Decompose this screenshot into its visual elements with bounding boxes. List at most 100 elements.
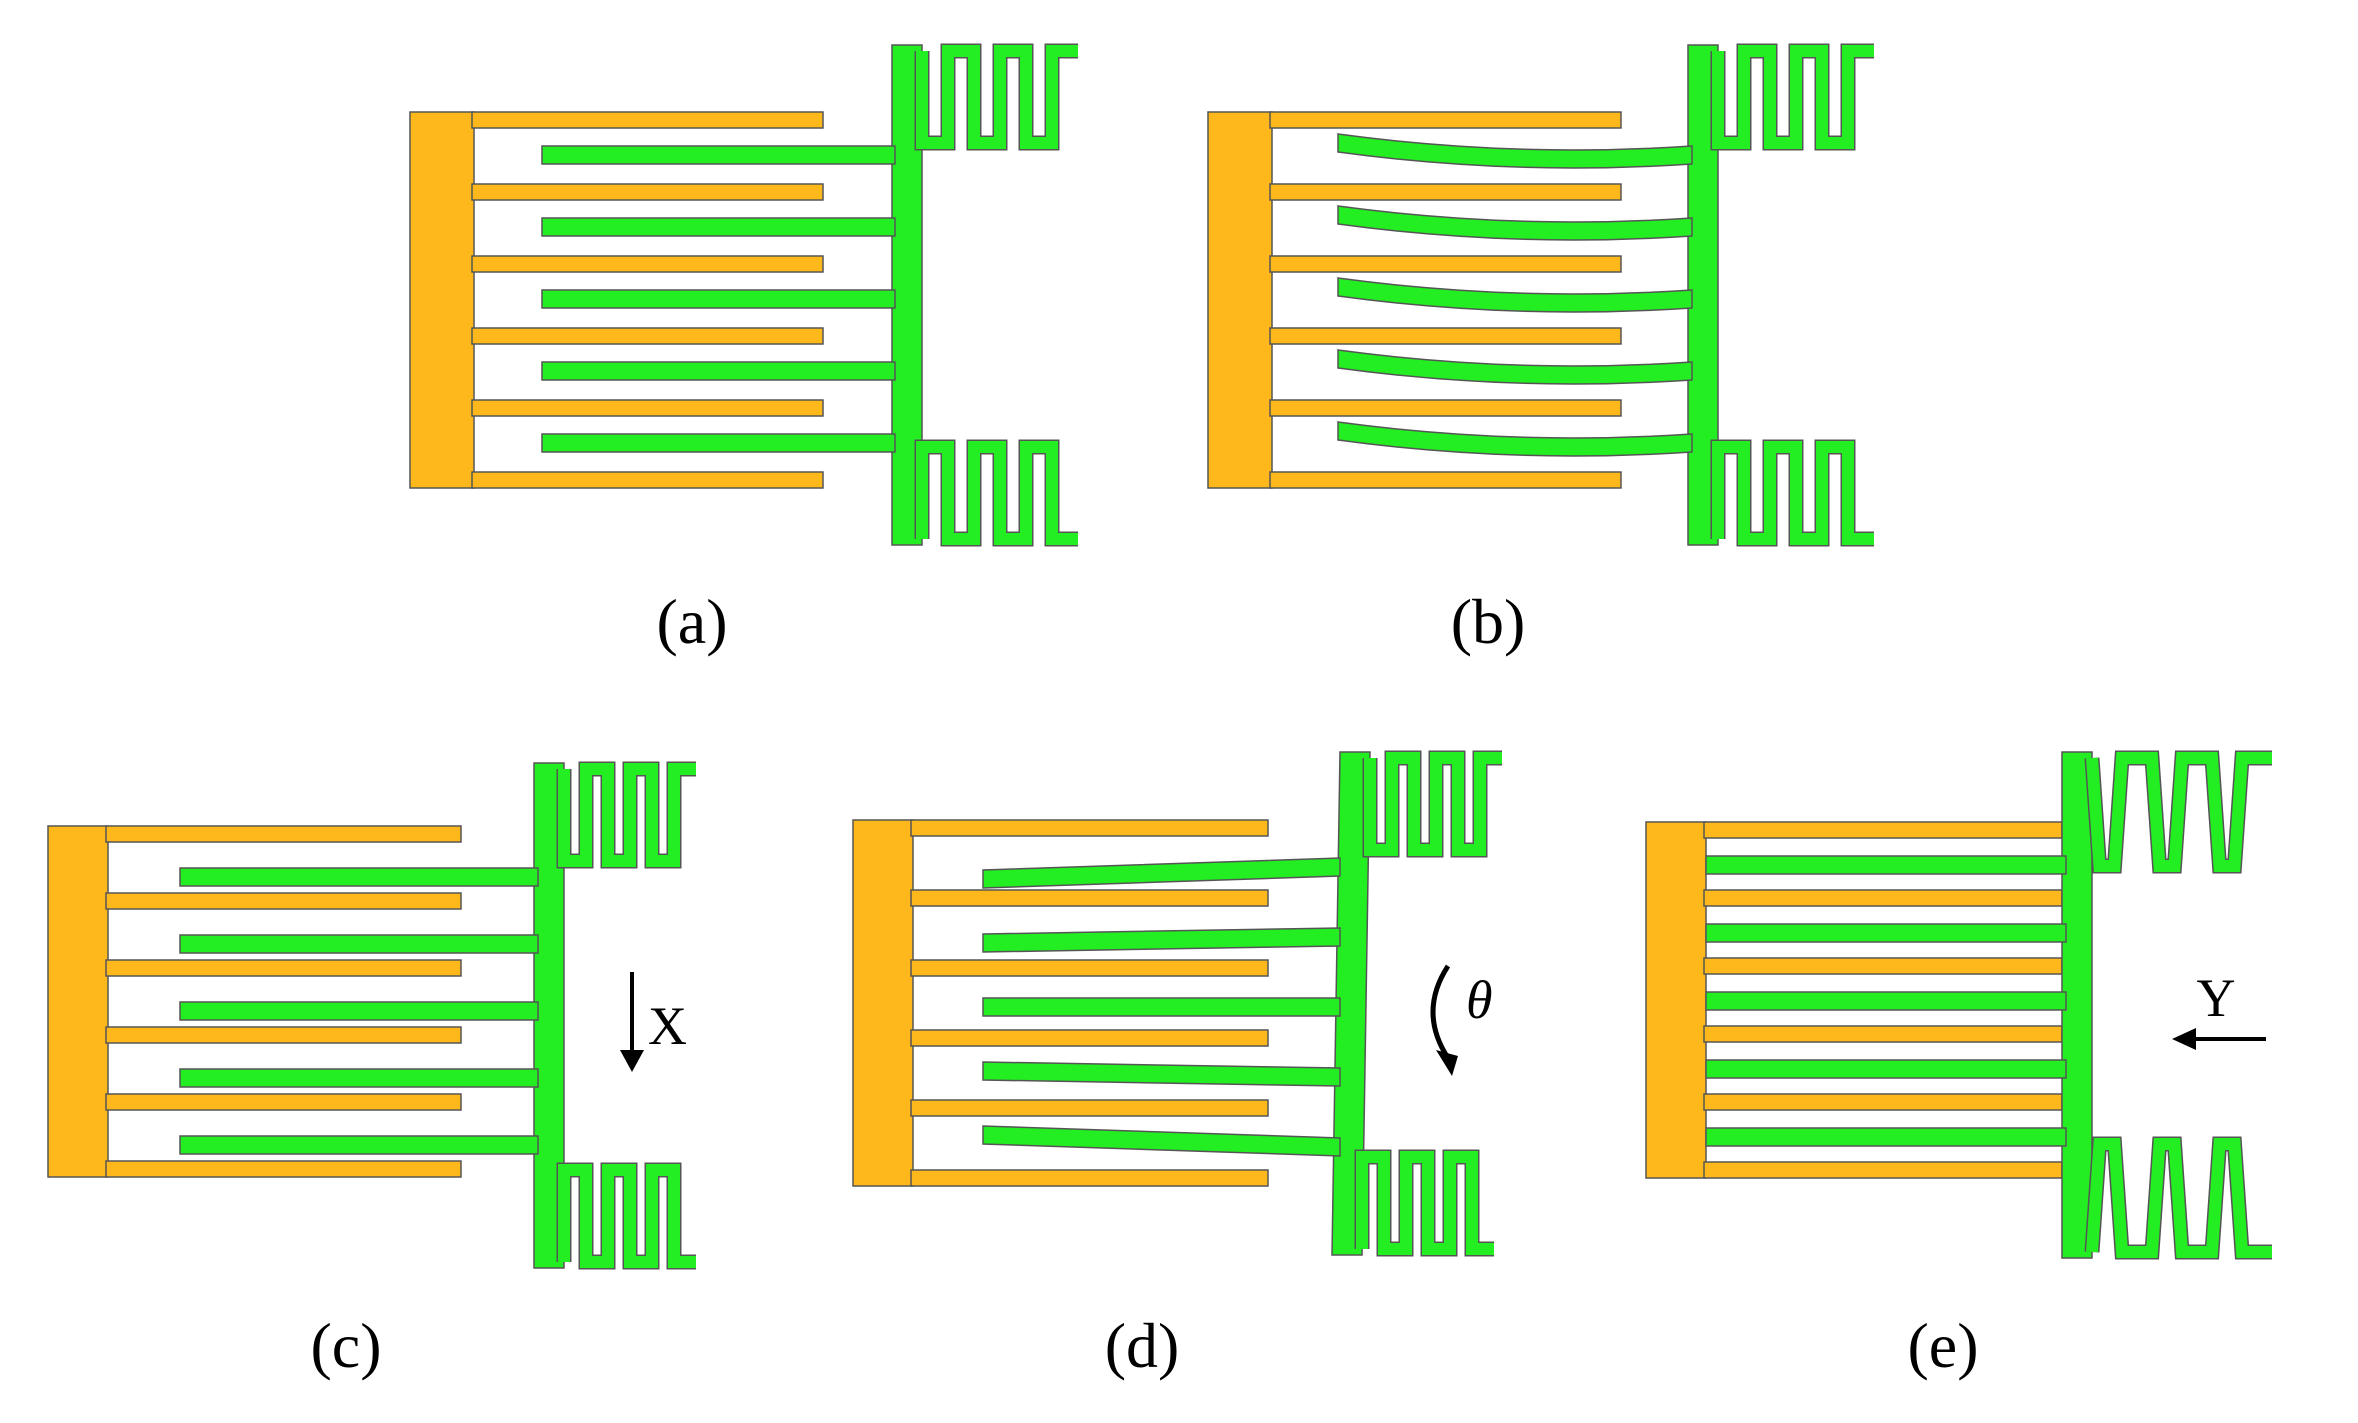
fixed-finger: [471, 183, 824, 201]
fixed-finger: [910, 1029, 1269, 1047]
direction-label-theta: θ: [1466, 970, 1493, 1030]
fixed-finger: [910, 959, 1269, 977]
fixed-finger: [1703, 1093, 2063, 1111]
movable-finger: [1705, 923, 2067, 943]
movable-finger: [179, 1001, 539, 1021]
movable-finger: [982, 857, 1341, 889]
movable-finger: [541, 217, 896, 237]
fixed-finger: [105, 1093, 462, 1111]
fixed-comb: [47, 825, 462, 1178]
movable-finger: [179, 1068, 539, 1088]
panel-e-label: (e): [1907, 1310, 1978, 1381]
bottom-spring: [1712, 441, 1874, 545]
fixed-comb-spine: [1207, 111, 1273, 489]
panel-a-label: (a): [656, 586, 727, 657]
movable-finger: [179, 867, 539, 887]
fixed-finger: [471, 327, 824, 345]
fixed-comb: [1645, 821, 2063, 1179]
fixed-finger: [1703, 889, 2063, 907]
fixed-comb: [409, 111, 824, 489]
fixed-finger: [1703, 1161, 2063, 1179]
top-spring: [2086, 752, 2272, 872]
fixed-finger: [471, 255, 824, 273]
movable-finger: [179, 1135, 539, 1155]
movable-finger: [1705, 991, 2067, 1011]
fixed-finger: [105, 1160, 462, 1178]
fixed-comb-spine: [47, 825, 109, 1178]
movable-finger: [982, 1061, 1341, 1087]
movable-finger: [982, 997, 1341, 1017]
fixed-finger: [1269, 111, 1622, 129]
fixed-comb-spine: [1645, 821, 1707, 1179]
fixed-finger: [1703, 821, 2063, 839]
fixed-finger: [1269, 327, 1622, 345]
panel-d-label: (d): [1105, 1310, 1180, 1381]
fixed-finger: [1269, 255, 1622, 273]
fixed-finger: [471, 399, 824, 417]
movable-comb-bar: [533, 762, 565, 1269]
fixed-finger: [1703, 957, 2063, 975]
bottom-spring: [2086, 1138, 2272, 1258]
movable-comb: [982, 750, 1502, 1257]
top-spring: [558, 763, 696, 867]
panel-b-label: (b): [1451, 586, 1526, 657]
movable-finger: [1337, 133, 1693, 169]
movable-finger: [1337, 421, 1693, 457]
fixed-comb-spine: [852, 819, 914, 1187]
movable-finger: [1337, 205, 1693, 241]
fixed-finger: [105, 959, 462, 977]
fixed-finger: [1269, 399, 1622, 417]
fixed-comb-spine: [409, 111, 475, 489]
fixed-finger: [910, 1099, 1269, 1117]
movable-comb: [1337, 43, 1874, 547]
fixed-finger: [910, 889, 1269, 907]
top-spring: [916, 45, 1078, 149]
bottom-spring: [916, 441, 1078, 545]
fixed-finger: [1269, 471, 1622, 489]
fixed-comb: [852, 819, 1269, 1187]
movable-comb: [179, 761, 696, 1270]
movable-comb: [541, 43, 1078, 547]
movable-finger: [1705, 855, 2067, 875]
fixed-finger: [471, 471, 824, 489]
movable-finger: [1705, 1127, 2067, 1147]
movable-comb-bar: [2061, 751, 2093, 1259]
fixed-finger: [105, 1026, 462, 1044]
movable-finger: [541, 433, 896, 453]
movable-finger: [1337, 349, 1693, 385]
movable-finger: [541, 145, 896, 165]
panel-a-rest: (a): [409, 43, 1078, 657]
top-spring: [1364, 752, 1502, 856]
down-arrow-icon: [620, 972, 644, 1072]
movable-finger: [1705, 1059, 2067, 1079]
fixed-finger: [910, 819, 1269, 837]
panel-b-bent-fingers: (b): [1207, 43, 1874, 657]
movable-finger: [541, 361, 896, 381]
bottom-spring: [558, 1164, 696, 1268]
movable-finger: [982, 1125, 1341, 1157]
fixed-finger: [1703, 1025, 2063, 1043]
movable-finger: [179, 934, 539, 954]
bottom-spring: [1356, 1151, 1494, 1255]
movable-finger: [541, 289, 896, 309]
panel-c-label: (c): [310, 1310, 381, 1381]
fixed-comb: [1207, 111, 1622, 489]
fixed-finger: [105, 892, 462, 910]
fixed-finger: [471, 111, 824, 129]
movable-comb: [1705, 750, 2272, 1260]
fixed-finger: [910, 1169, 1269, 1187]
movable-finger: [1337, 277, 1693, 313]
panel-e-y-translation: Y (e): [1645, 750, 2272, 1381]
fixed-finger: [1269, 183, 1622, 201]
panel-c-x-translation: X (c): [47, 761, 696, 1381]
direction-label-x: X: [648, 996, 687, 1056]
fixed-finger: [105, 825, 462, 843]
top-spring: [1712, 45, 1874, 149]
movable-comb-bar: [1331, 751, 1371, 1256]
direction-label-y: Y: [2197, 968, 2236, 1028]
left-arrow-icon: [2172, 1028, 2266, 1050]
panel-d-rotation: θ (d): [852, 750, 1502, 1381]
rotation-arrow-icon: [1430, 964, 1458, 1076]
movable-finger: [982, 927, 1341, 953]
